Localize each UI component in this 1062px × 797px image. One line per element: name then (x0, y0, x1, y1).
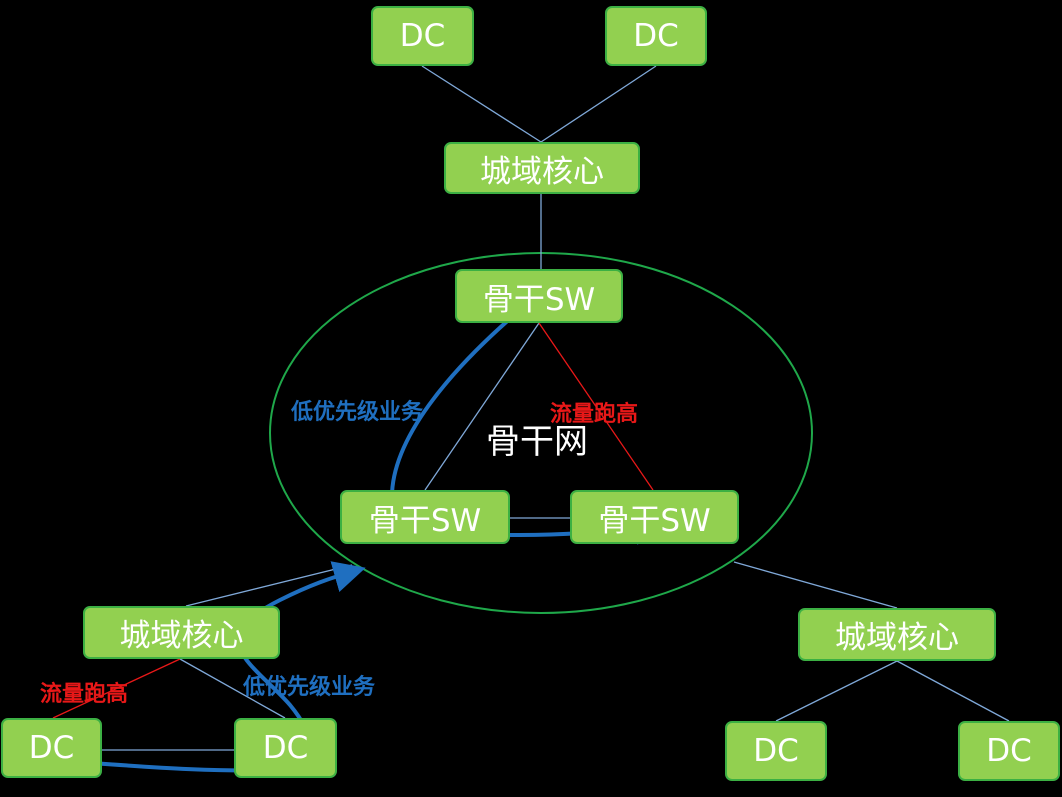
dc-bottom-left-2: DC (234, 718, 337, 778)
congested-link-sw-top-sw-right (538, 322, 654, 491)
traffic-high-label-top: 流量跑高 (550, 402, 639, 427)
backbone-sw-right: 骨干SW (570, 490, 739, 544)
dc-top-left: DC (371, 6, 474, 66)
low-priority-label-top: 低优先级业务 (291, 400, 424, 425)
link-ring-core-right (733, 561, 898, 609)
dc-bottom-right-1: DC (725, 721, 827, 781)
backbone-sw-left: 骨干SW (340, 490, 510, 544)
flow-arrow-metro (90, 561, 366, 773)
backbone-network-label: 骨干网 (486, 422, 588, 462)
dc-top-right: DC (605, 6, 707, 66)
metro-core-right: 城域核心 (798, 608, 996, 661)
dc-bottom-left-1: DC (1, 718, 102, 778)
congested-link-core-left-dc1 (52, 658, 181, 719)
link-dc-top-left-core (421, 65, 542, 143)
link-dc-top-right-core (540, 65, 657, 143)
traffic-high-label-bottom: 流量跑高 (40, 682, 129, 707)
dc-bottom-right-2: DC (958, 721, 1060, 781)
link-core-left-dc2 (179, 658, 286, 719)
link-core-right-dc2 (896, 660, 1010, 722)
link-sw-top-sw-left (424, 322, 540, 491)
metro-core-left: 城域核心 (83, 606, 280, 659)
metro-core-top: 城域核心 (444, 142, 640, 194)
link-core-left-ring (185, 564, 353, 607)
backbone-sw-top: 骨干SW (455, 269, 623, 323)
low-priority-label-bottom: 低优先级业务 (243, 675, 376, 700)
link-core-right-dc1 (775, 660, 898, 722)
